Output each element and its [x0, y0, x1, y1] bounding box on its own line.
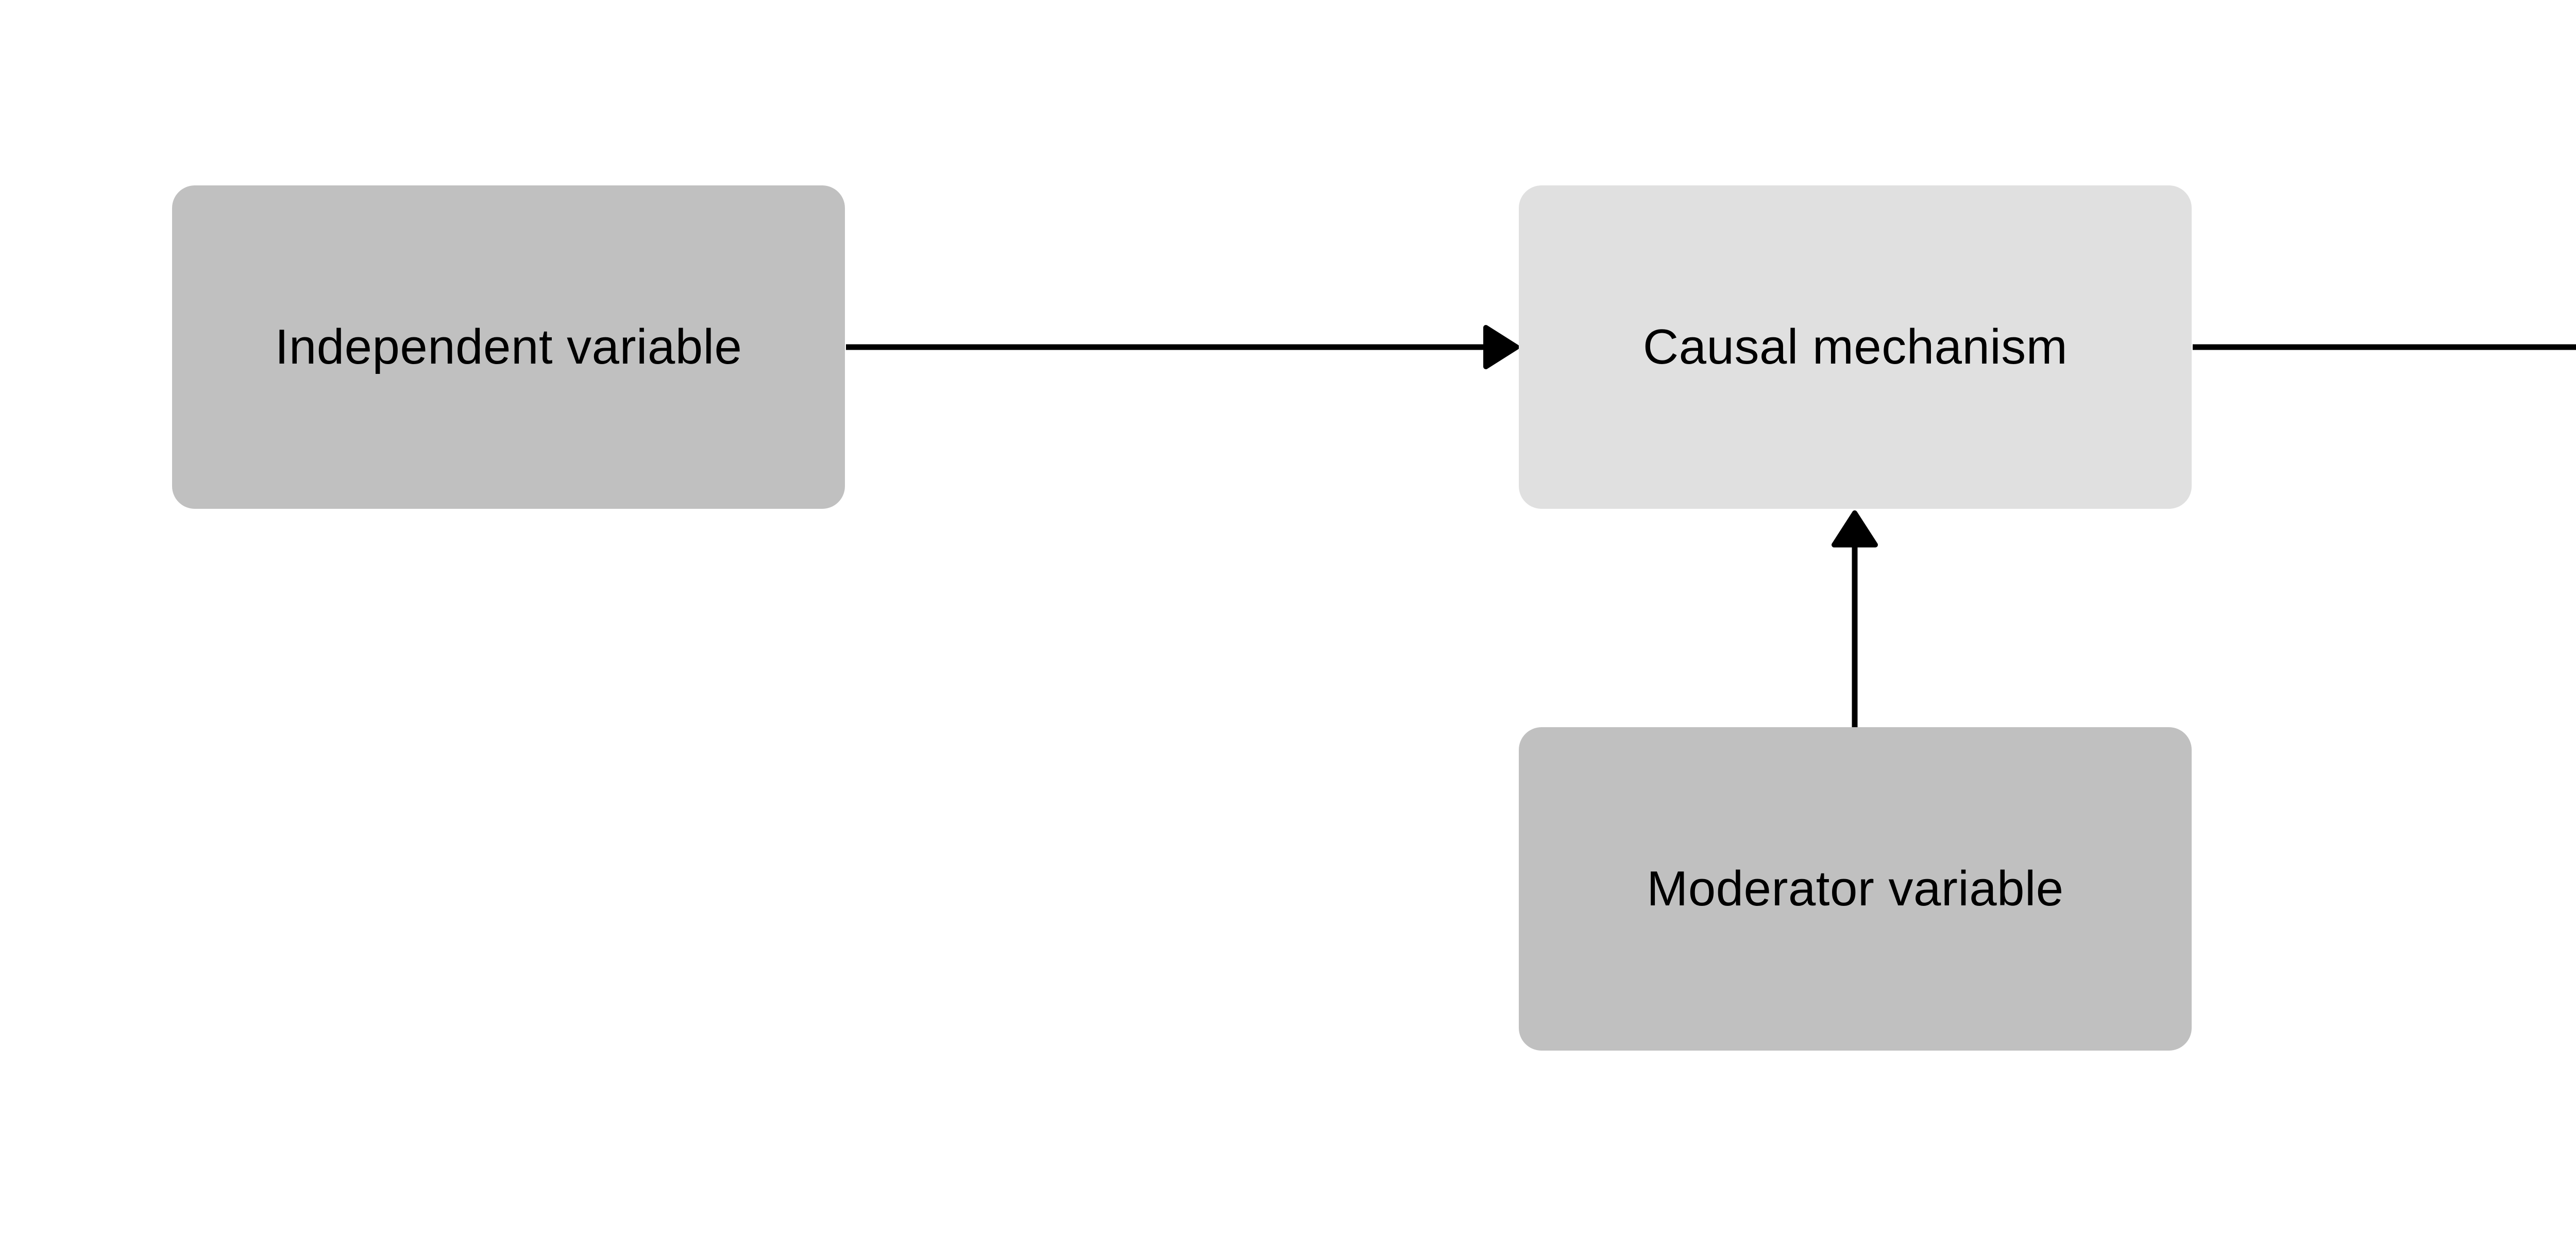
arrowhead-up-icon	[1832, 510, 1878, 547]
arrowhead-right-icon	[1483, 325, 1519, 369]
edge-mechanism-to-dependent	[2193, 344, 2576, 350]
node-label: Causal mechanism	[1642, 319, 2068, 374]
node-label: Moderator variable	[1647, 861, 2064, 916]
node-moderator-variable: Moderator variable	[1519, 727, 2192, 1051]
edge-independent-to-mechanism	[846, 325, 1519, 369]
node-causal-mechanism: Causal mechanism	[1519, 185, 2192, 509]
node-independent-variable: Independent variable	[172, 185, 845, 509]
node-label: Independent variable	[275, 319, 742, 374]
edge-moderator-to-mechanism	[1832, 510, 1878, 728]
